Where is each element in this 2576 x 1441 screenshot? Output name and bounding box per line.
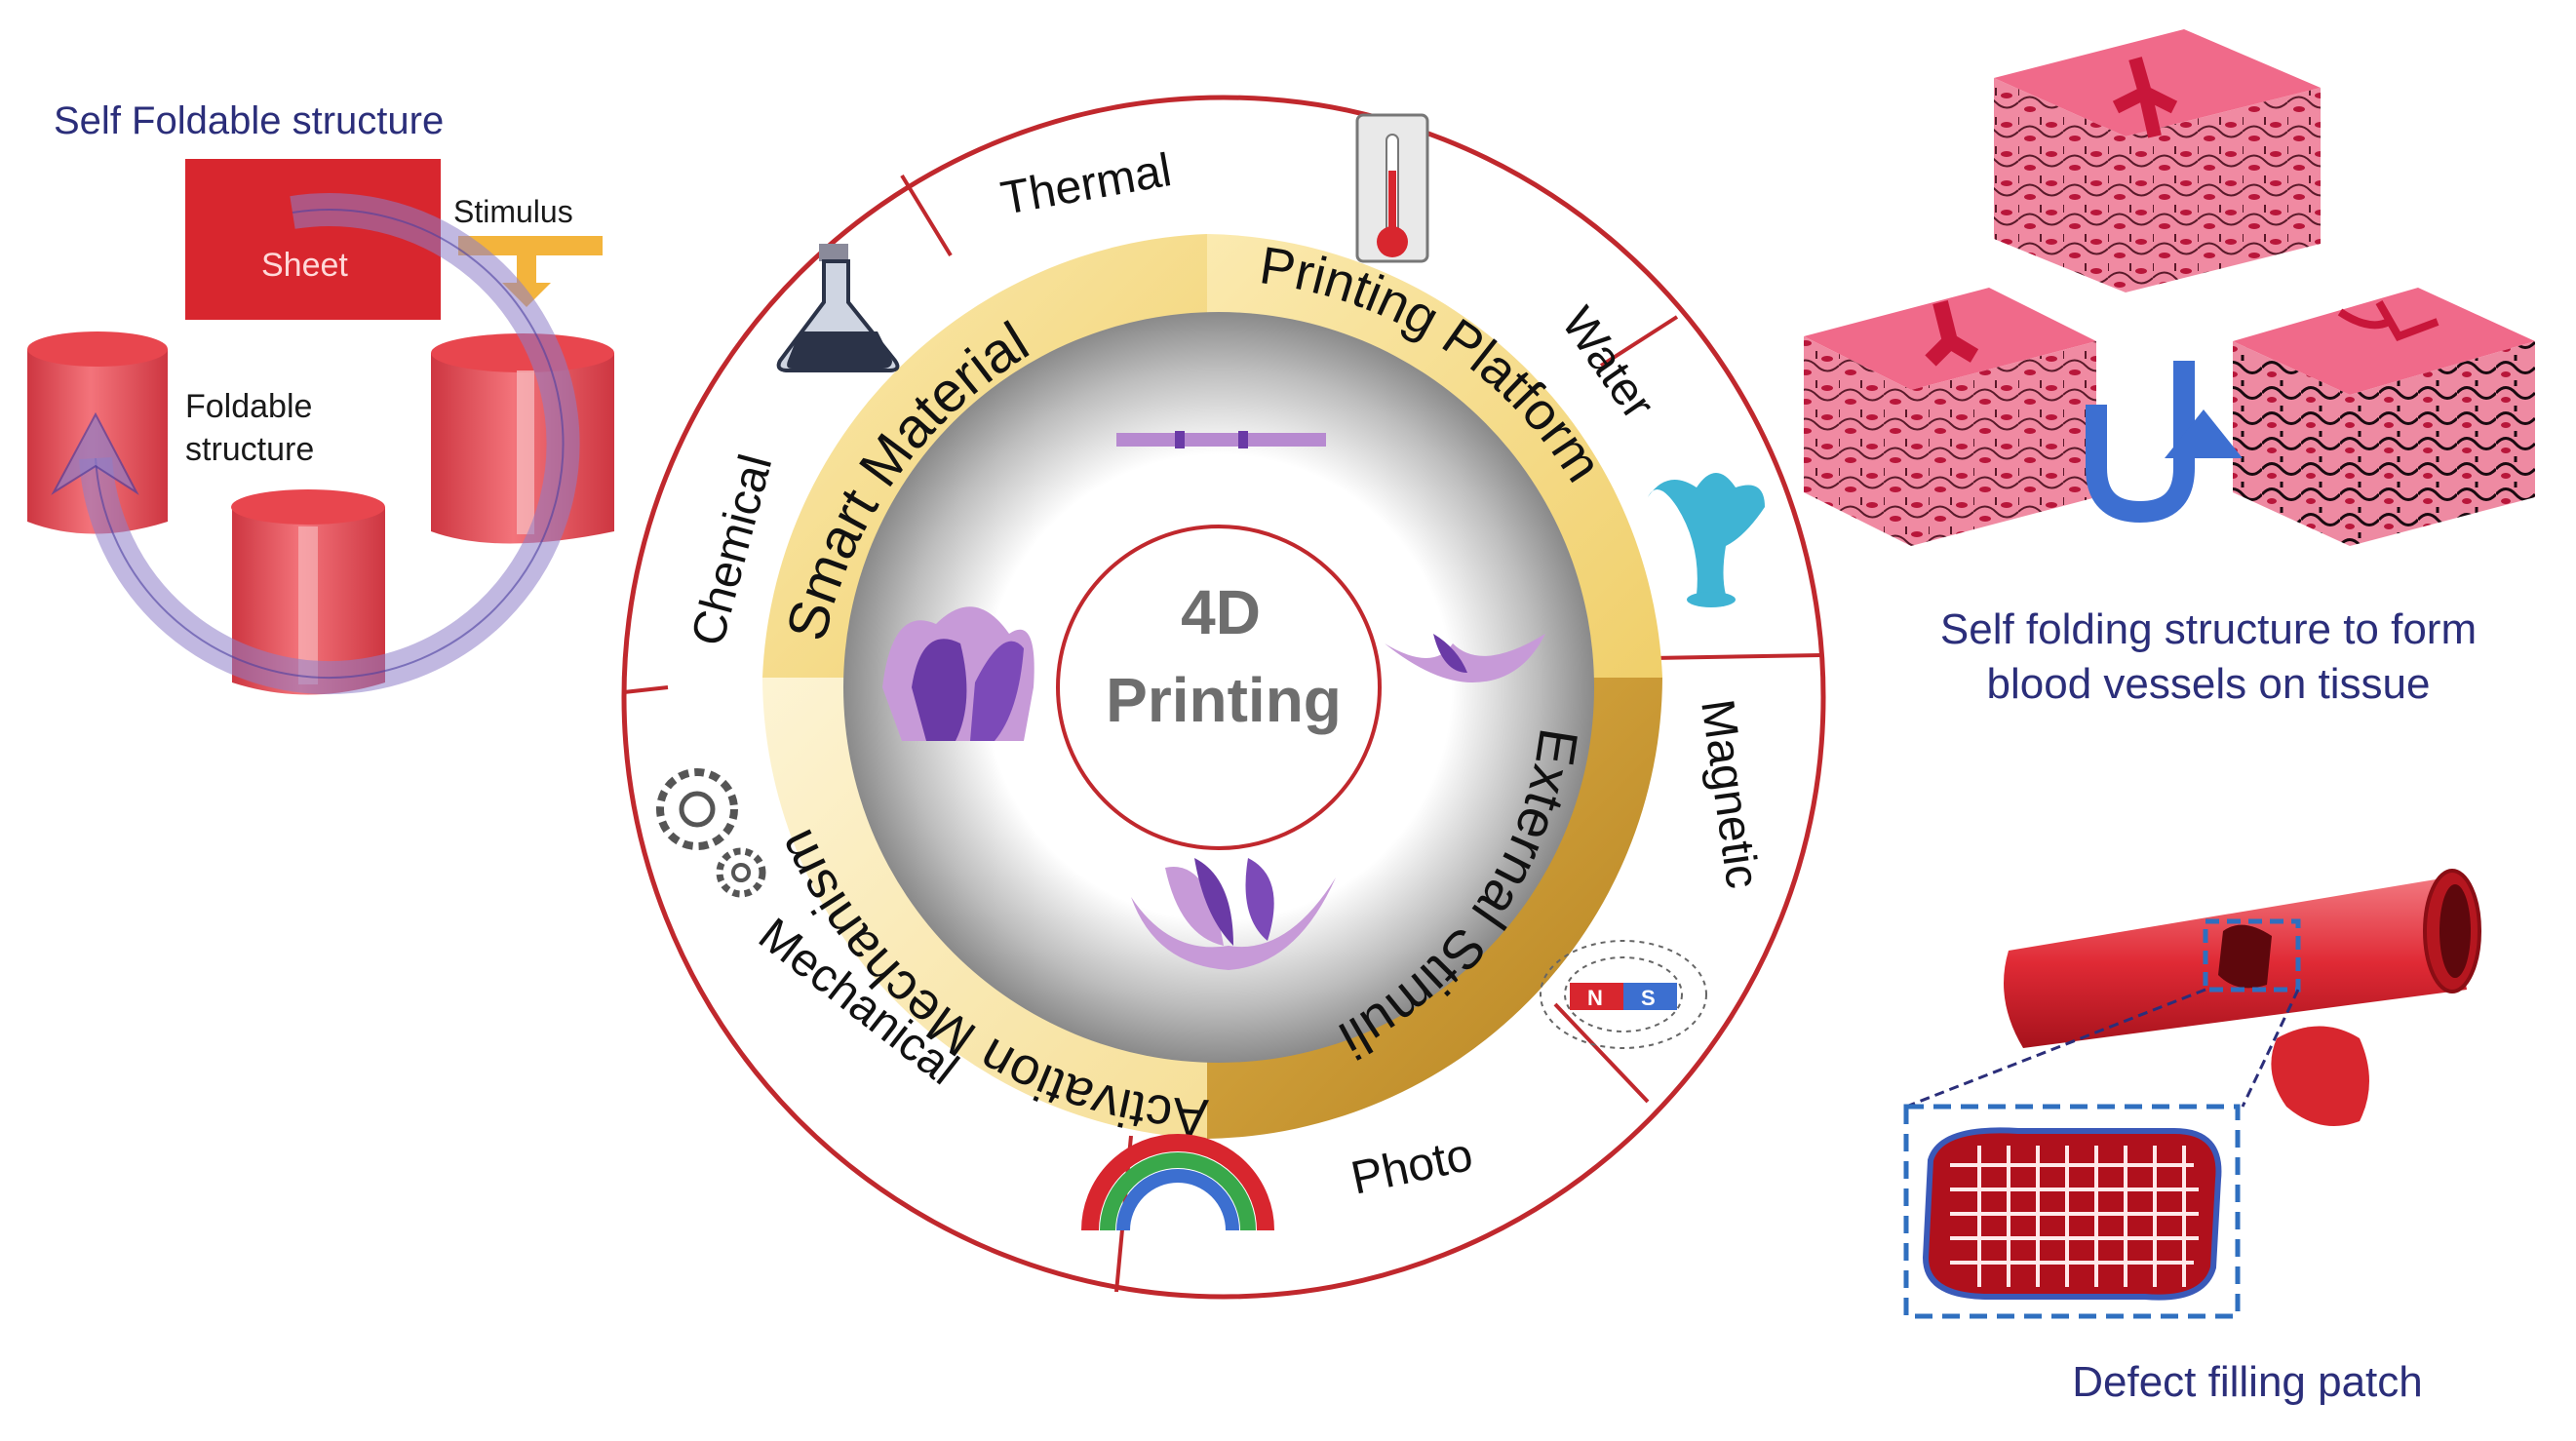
flat-strip-icon (1116, 431, 1326, 448)
tissue-cube-left-icon (1804, 288, 2096, 546)
magnet-north: N (1587, 986, 1603, 1010)
self-foldable-panel: Self Foldable structure Sheet Stimulus F… (27, 99, 614, 695)
magnet-south: S (1641, 986, 1656, 1010)
flower-closed-icon (882, 606, 1034, 741)
gears-icon (656, 768, 766, 898)
patch-mesh-icon (1922, 1127, 2222, 1301)
defect-patch-panel: Defect filling patch (1903, 869, 2481, 1406)
foldable-label-line2: structure (185, 431, 314, 468)
foldable-cylinder-bottom-icon (231, 489, 385, 695)
segment-printing-platform (1207, 234, 1662, 678)
tissue-caption-line1: Self folding structure to form (1940, 605, 2477, 653)
center-circle (1056, 525, 1382, 850)
flower-open-flat-icon (1385, 634, 1545, 682)
flask-icon (776, 244, 900, 372)
left-panel-title: Self Foldable structure (54, 99, 444, 142)
wheel: 4D Printing Smart Material Printing Plat… (621, 95, 1826, 1300)
segment-smart-material (762, 234, 1207, 678)
tissue-cube-right-icon (2233, 288, 2535, 546)
sheet-label: Sheet (261, 247, 348, 284)
thermometer-icon (1355, 113, 1429, 263)
foldable-cylinder-right-icon (431, 333, 614, 544)
tissue-cube-top-icon (1994, 29, 2321, 292)
center-title-line2: Printing (1106, 665, 1342, 735)
sheet-rect (185, 159, 441, 320)
patch-caption: Defect filling patch (2072, 1358, 2423, 1406)
tissue-caption-line2: blood vessels on tissue (1987, 660, 2431, 708)
magnet-icon: N S (1540, 940, 1707, 1049)
segment-activation-mechanism (762, 678, 1207, 1139)
flower-bloom-icon (1131, 858, 1336, 970)
stimulus-label: Stimulus (453, 194, 573, 229)
u-turn-arrow-icon (2086, 361, 2243, 524)
defect-zoom-box (2203, 918, 2301, 993)
rainbow-icon (1081, 1134, 1274, 1231)
tissue-panel: Self folding structure to form blood ves… (1804, 29, 2535, 708)
blood-vessel-icon (2004, 869, 2481, 1126)
center-title-line1: 4D (1181, 577, 1261, 647)
foldable-label-line1: Foldable (185, 388, 312, 425)
water-splash-icon (1648, 473, 1765, 607)
cycle-arrow-icon (51, 193, 580, 695)
segment-external-stimuli (1207, 678, 1662, 1139)
